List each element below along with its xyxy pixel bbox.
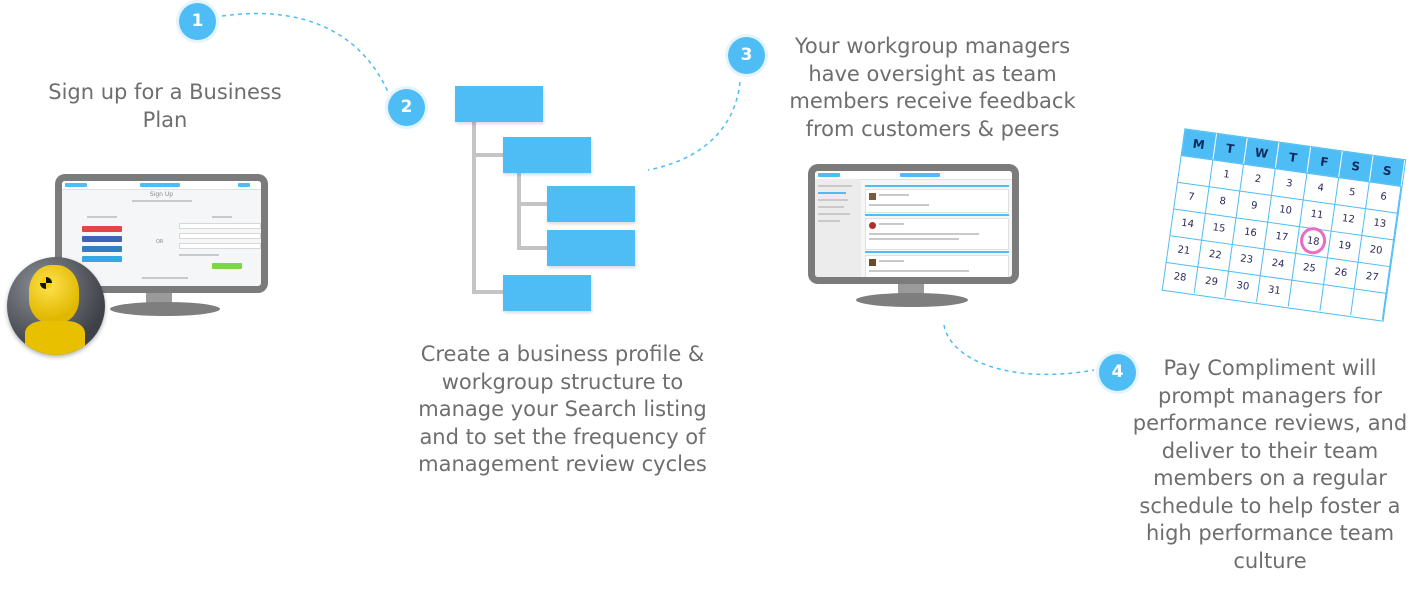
feedback-monitor [808, 164, 1019, 284]
feed-card [865, 255, 1009, 277]
signup-screen: Sign Up OR [62, 181, 261, 286]
calendar-date: 5 [1334, 177, 1371, 209]
feedback-screen [815, 171, 1012, 277]
signup-linkedin-button[interactable] [82, 246, 122, 252]
calendar-date: 3 [1272, 168, 1308, 200]
calendar-date: 21 [1166, 235, 1202, 267]
password-field[interactable] [179, 233, 261, 239]
calendar-date: 30 [1225, 270, 1261, 303]
calendar-date: 9 [1237, 190, 1273, 222]
avatar [7, 257, 105, 355]
calendar-date: 19 [1327, 230, 1363, 262]
calendar-date: 11 [1299, 199, 1335, 231]
logo [65, 183, 87, 187]
step-4-badge: 4 [1099, 354, 1136, 391]
step-3-badge: 3 [728, 37, 765, 74]
confirm-field[interactable] [179, 243, 261, 249]
step-1-text: Sign up for a Business Plan [48, 80, 282, 132]
calendar-date: 13 [1362, 208, 1398, 240]
calendar-date: 7 [1174, 181, 1210, 213]
calendar-date [1319, 284, 1356, 316]
sidebar [815, 179, 861, 277]
calendar-date: 2 [1240, 163, 1276, 196]
calendar-date: 8 [1205, 186, 1241, 218]
calendar-date: 20 [1358, 235, 1395, 267]
signup-twitter-button[interactable] [82, 256, 122, 262]
org-node-level-1b [503, 275, 591, 311]
feed-card [865, 189, 1009, 213]
calendar-date: 4 [1303, 172, 1339, 204]
org-node-level-2b [547, 230, 635, 266]
calendar-date: 14 [1170, 208, 1206, 240]
calendar-date: 10 [1268, 195, 1304, 227]
calendar-date: 27 [1355, 261, 1391, 293]
calendar-date: 25 [1292, 252, 1328, 285]
signup-submit-button[interactable] [212, 263, 242, 269]
email-field[interactable] [179, 223, 261, 229]
org-node-level-2a [547, 186, 635, 222]
calendar-date: 23 [1229, 244, 1265, 276]
calendar-date: 31 [1257, 275, 1293, 307]
calendar-date [1288, 279, 1324, 311]
calendar-date [1177, 155, 1214, 187]
step-4-text: Pay Compliment will prompt managers for … [1132, 356, 1408, 573]
calendar-date: 22 [1198, 239, 1234, 271]
step-3-text: Your workgroup managers have oversight a… [789, 34, 1076, 141]
calendar-date: 18 [1296, 225, 1332, 258]
org-node-root [455, 86, 543, 122]
or-label: OR [156, 239, 164, 245]
signup-facebook-button[interactable] [82, 236, 122, 242]
calendar-date [1351, 288, 1387, 320]
calendar-date: 29 [1194, 266, 1230, 298]
step-1-badge: 1 [179, 3, 216, 40]
calendar-date: 28 [1162, 262, 1199, 294]
signup-title: Sign Up [149, 191, 174, 198]
calendar-date: 16 [1233, 217, 1269, 249]
calendar-date: 6 [1366, 181, 1402, 213]
calendar-date: 15 [1201, 212, 1238, 245]
calendar-date: 26 [1323, 257, 1359, 289]
calendar-date: 1 [1209, 159, 1245, 191]
feed-card [865, 218, 1009, 250]
calendar-date: 17 [1264, 221, 1300, 253]
calendar-date: 24 [1260, 248, 1297, 280]
calendar-date: 12 [1331, 203, 1367, 236]
signup-google-button[interactable] [82, 226, 122, 232]
highlight-circle [1298, 225, 1328, 256]
step-2-badge: 2 [388, 89, 425, 126]
org-node-level-1 [503, 137, 591, 173]
step-2-text: Create a business profile & workgroup st… [418, 342, 707, 476]
